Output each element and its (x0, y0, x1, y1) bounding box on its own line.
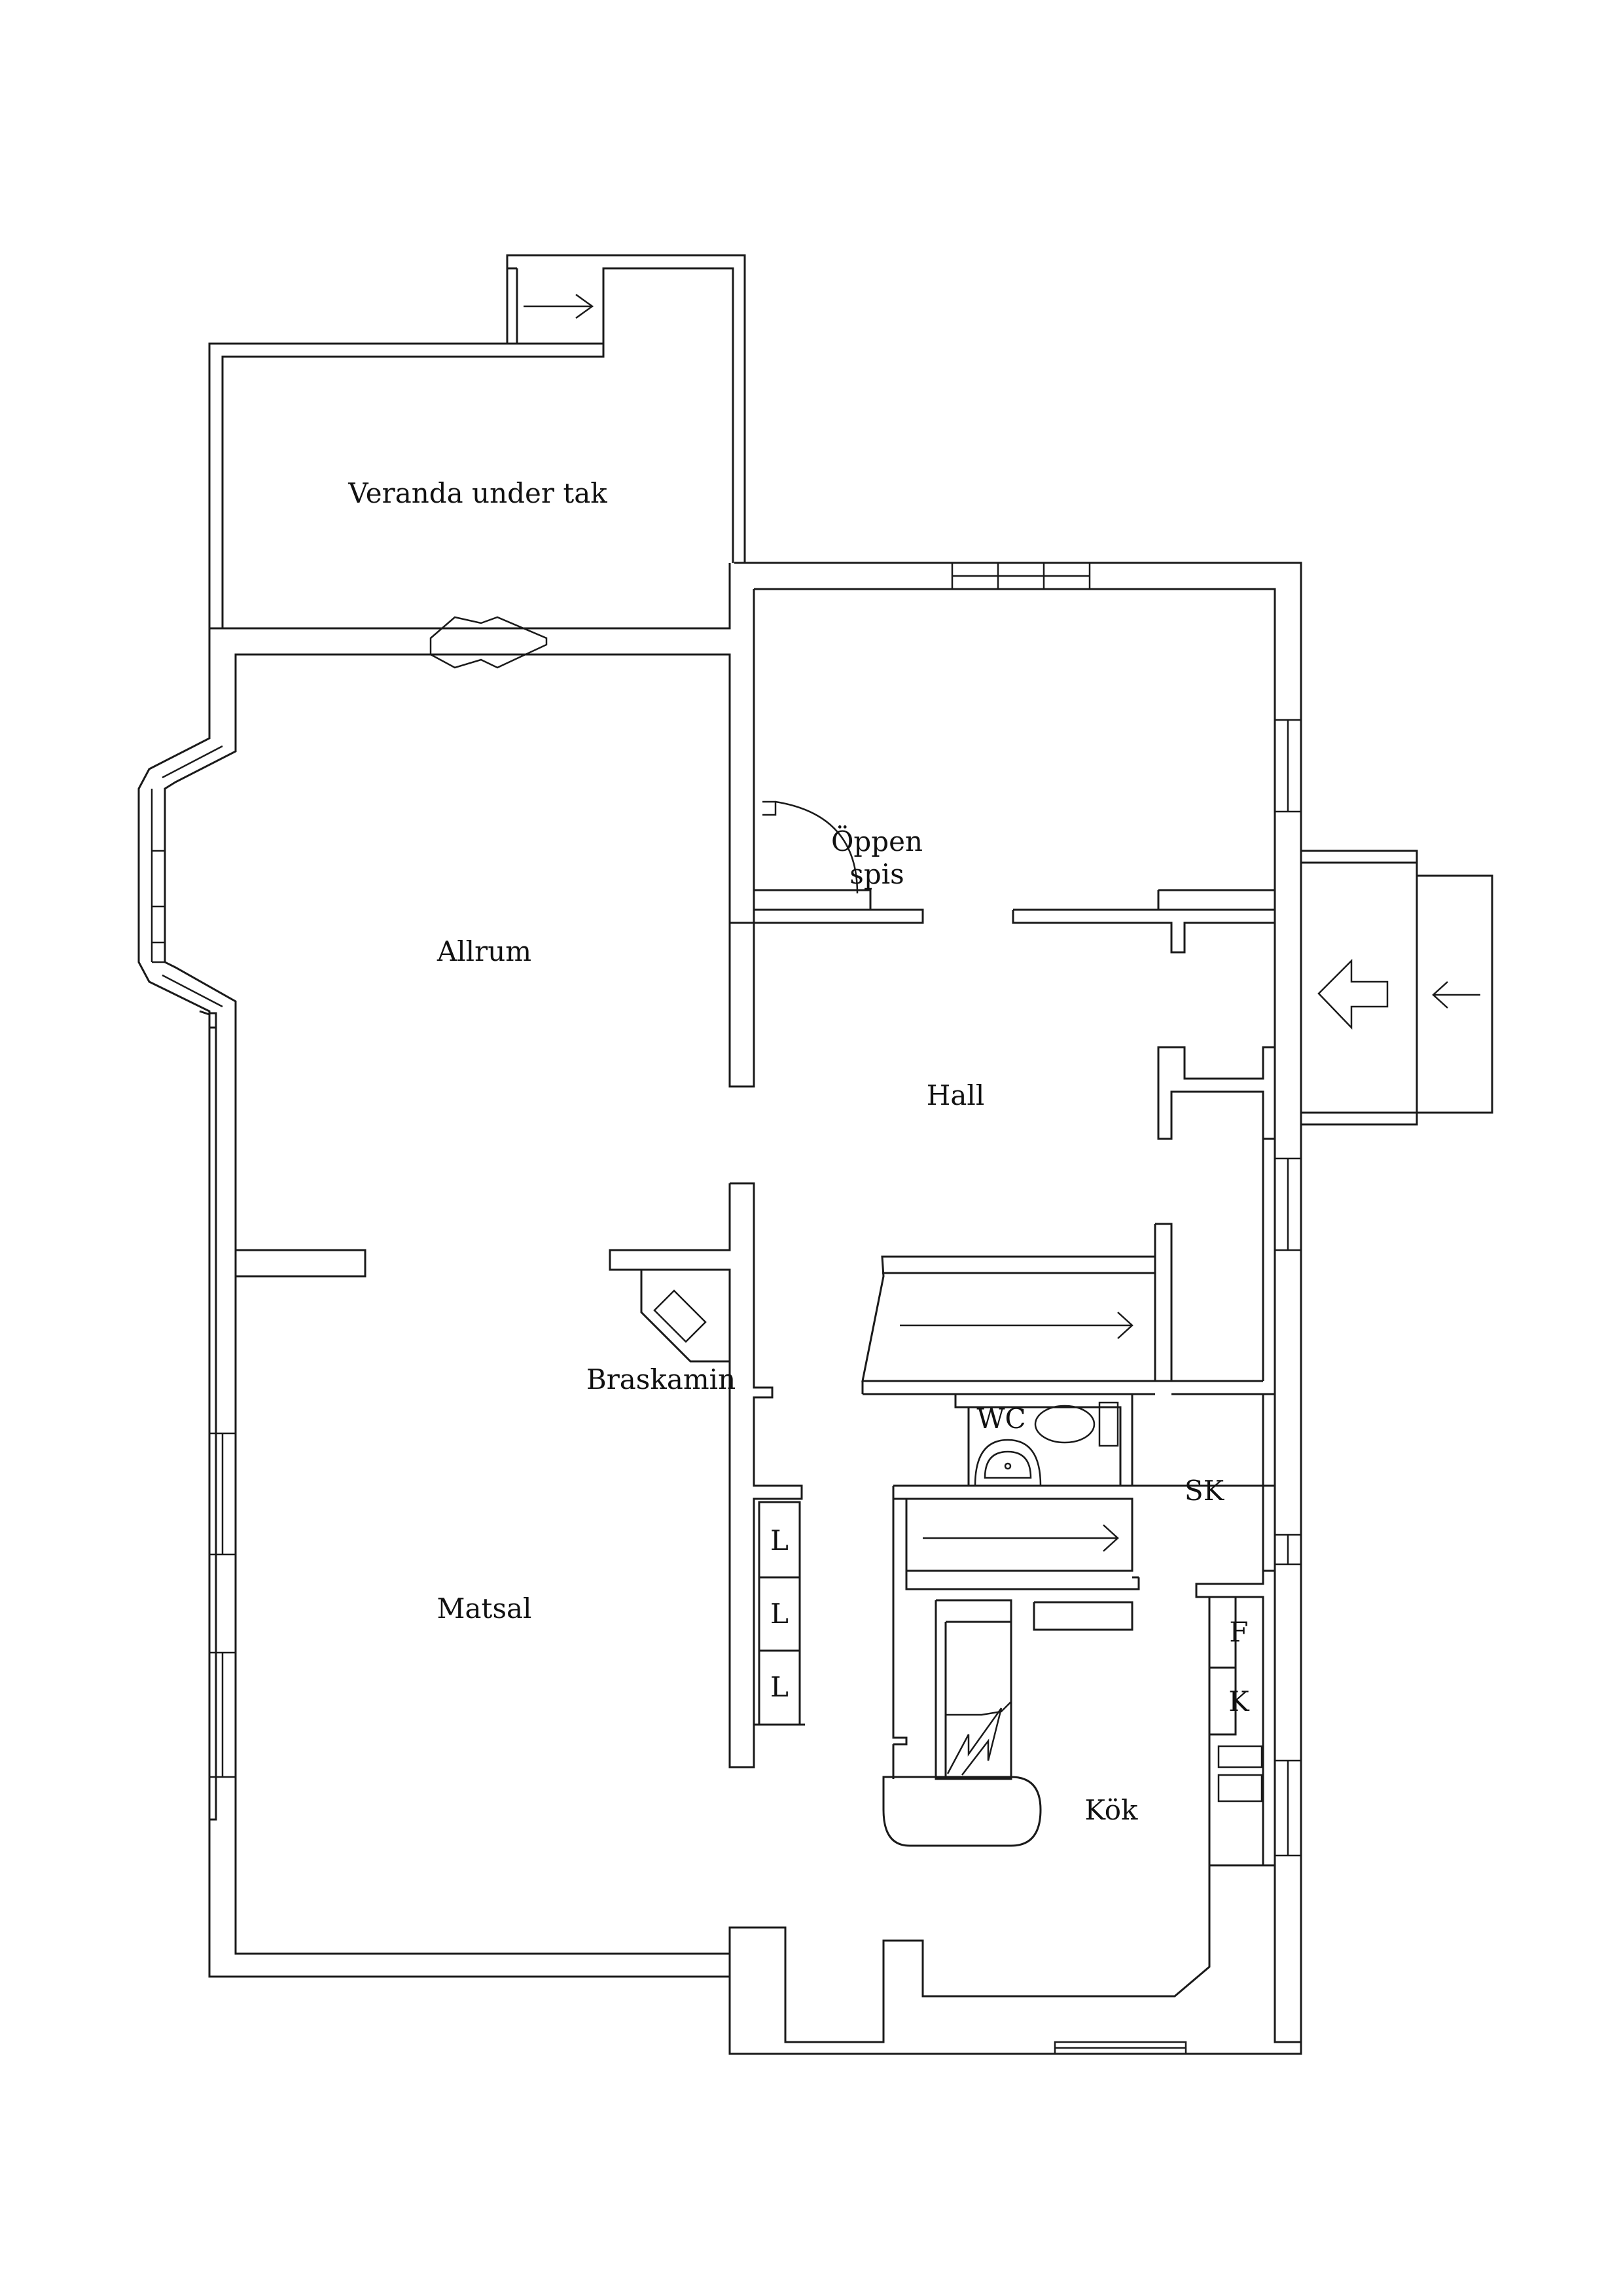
storage-label: L (770, 1524, 789, 1556)
exterior-walls (137, 562, 1302, 2055)
veranda-door (429, 616, 548, 669)
room-labels: Veranda under tak Öppen spis Allrum Hall… (348, 477, 1250, 1826)
braskamin-body (640, 1270, 730, 1363)
room-label-sk: SK (1185, 1475, 1225, 1507)
kitchen-bar-counter (882, 1776, 1042, 1847)
interior-walls-hall (730, 800, 1276, 1381)
room-label-oppen-spis-2: spis (849, 858, 904, 890)
exterior-wall-left-outer (208, 1012, 730, 1978)
room-label-matsal: Matsal (437, 1592, 532, 1624)
room-label-oppen-spis-1: Öppen (831, 825, 923, 857)
veranda-wall (209, 563, 731, 630)
bay-window-outer (137, 628, 211, 1014)
island-hob-symbol (946, 1708, 1003, 1776)
stove-plate-2 (1217, 1774, 1263, 1803)
entrance-porch (1301, 850, 1493, 1126)
wash-basin (974, 1439, 1042, 1487)
bay-window-inner (164, 589, 755, 1088)
room-label-wc: WC (976, 1403, 1026, 1435)
exterior-wall-inner-right (754, 588, 1276, 2042)
fireplace-arc (775, 800, 859, 894)
entrance-arrow (1317, 958, 1389, 1030)
room-label-veranda: Veranda under tak (348, 477, 607, 509)
exterior-wall-left (199, 1010, 730, 1978)
kitchen (882, 1570, 1275, 1996)
braskamin-stove (653, 1289, 707, 1343)
freezer (1208, 1666, 1237, 1736)
veranda (208, 254, 746, 669)
bay-window-glazing (151, 745, 223, 1008)
kitchen-island (935, 1599, 1012, 1780)
interior-walls-wc (861, 1223, 1276, 1746)
room-label-hall: Hall (927, 1079, 985, 1111)
room-label-allrum: Allrum (437, 935, 531, 967)
storage-label: L (770, 1671, 789, 1703)
exterior-wall-left-inner (234, 1016, 730, 1955)
fridge-label: F (1229, 1616, 1248, 1648)
toilet-tank (1098, 1401, 1119, 1447)
interior-walls-center (609, 1182, 805, 1768)
stair-upper (861, 1255, 1156, 1382)
room-label-braskamin: Braskamin (586, 1363, 736, 1395)
storage-label: L (770, 1598, 789, 1630)
freezer-label: K (1228, 1685, 1250, 1717)
windows (208, 562, 1302, 2055)
stove-plate-1 (1217, 1745, 1263, 1768)
exterior-wall-outer (728, 562, 1302, 2055)
room-label-kok: Kök (1085, 1794, 1139, 1826)
toilet-bowl (1034, 1405, 1096, 1444)
